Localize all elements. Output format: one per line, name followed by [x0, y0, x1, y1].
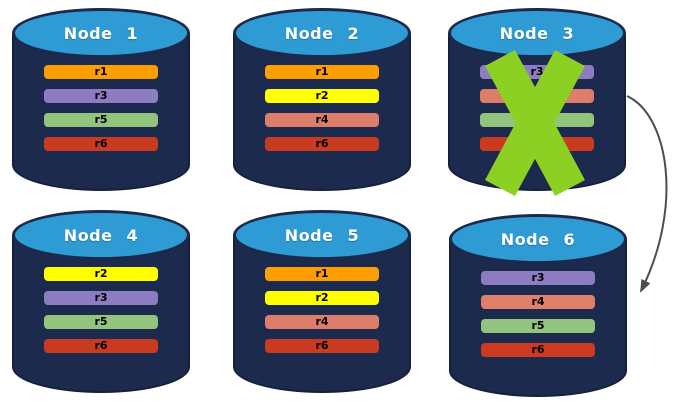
replica-bar: r6 [44, 137, 158, 151]
replica-bar: r6 [265, 137, 379, 151]
replica-bar: r3 [44, 89, 158, 103]
node-title: Node 1 [63, 23, 139, 43]
replica-bar [480, 137, 594, 151]
replica-bar: r5 [44, 113, 158, 127]
replica-bar: r2 [44, 267, 158, 281]
replica-bar: r3 [44, 291, 158, 305]
node-title: Node 5 [284, 225, 360, 245]
replica-bar: r6 [265, 339, 379, 353]
node-cylinder-6: Node 6 r3 r4 r5 r6 [449, 214, 627, 398]
node-title: Node 6 [500, 229, 576, 249]
replica-list: r2 r3 r5 r6 [44, 267, 158, 363]
replica-bar: r1 [44, 65, 158, 79]
replica-bar: r6 [481, 343, 595, 357]
cylinder-body [12, 235, 190, 393]
replica-bar: r4 [481, 295, 595, 309]
node-cylinder-3: Node 3 r3 [448, 8, 626, 192]
replica-bar [480, 113, 594, 127]
cylinder-top: Node 4 [12, 210, 190, 260]
replica-bar: r1 [265, 65, 379, 79]
cylinder-top: Node 1 [12, 8, 190, 58]
node-title: Node 2 [284, 23, 360, 43]
replica-bar: r5 [44, 315, 158, 329]
replica-list: r3 [480, 65, 594, 161]
node-cylinder-1: Node 1 r1 r3 r5 r6 [12, 8, 190, 192]
node-cylinder-2: Node 2 r1 r2 r4 r6 [233, 8, 411, 192]
node-title: Node 4 [63, 225, 139, 245]
cylinder-top: Node 3 [448, 8, 626, 58]
replica-bar: r3 [481, 271, 595, 285]
node-cylinder-4: Node 4 r2 r3 r5 r6 [12, 210, 190, 394]
cylinder-body [12, 33, 190, 191]
replica-bar: r2 [265, 89, 379, 103]
replica-bar [480, 89, 594, 103]
replica-list: r3 r4 r5 r6 [481, 271, 595, 367]
cylinder-body [449, 239, 627, 397]
node-cylinder-5: Node 5 r1 r2 r4 r6 [233, 210, 411, 394]
replica-bar: r3 [480, 65, 594, 79]
node-title: Node 3 [499, 23, 575, 43]
replica-bar: r2 [265, 291, 379, 305]
replica-bar: r6 [44, 339, 158, 353]
cylinder-body [233, 33, 411, 191]
replication-arrow [626, 95, 668, 293]
cylinder-top: Node 6 [449, 214, 627, 264]
replica-bar: r5 [481, 319, 595, 333]
replica-list: r1 r2 r4 r6 [265, 65, 379, 161]
cylinder-top: Node 2 [233, 8, 411, 58]
replica-bar: r4 [265, 315, 379, 329]
replica-bar: r4 [265, 113, 379, 127]
replica-bar: r1 [265, 267, 379, 281]
cylinder-body [233, 235, 411, 393]
replica-list: r1 r3 r5 r6 [44, 65, 158, 161]
cylinder-top: Node 5 [233, 210, 411, 260]
replica-list: r1 r2 r4 r6 [265, 267, 379, 363]
